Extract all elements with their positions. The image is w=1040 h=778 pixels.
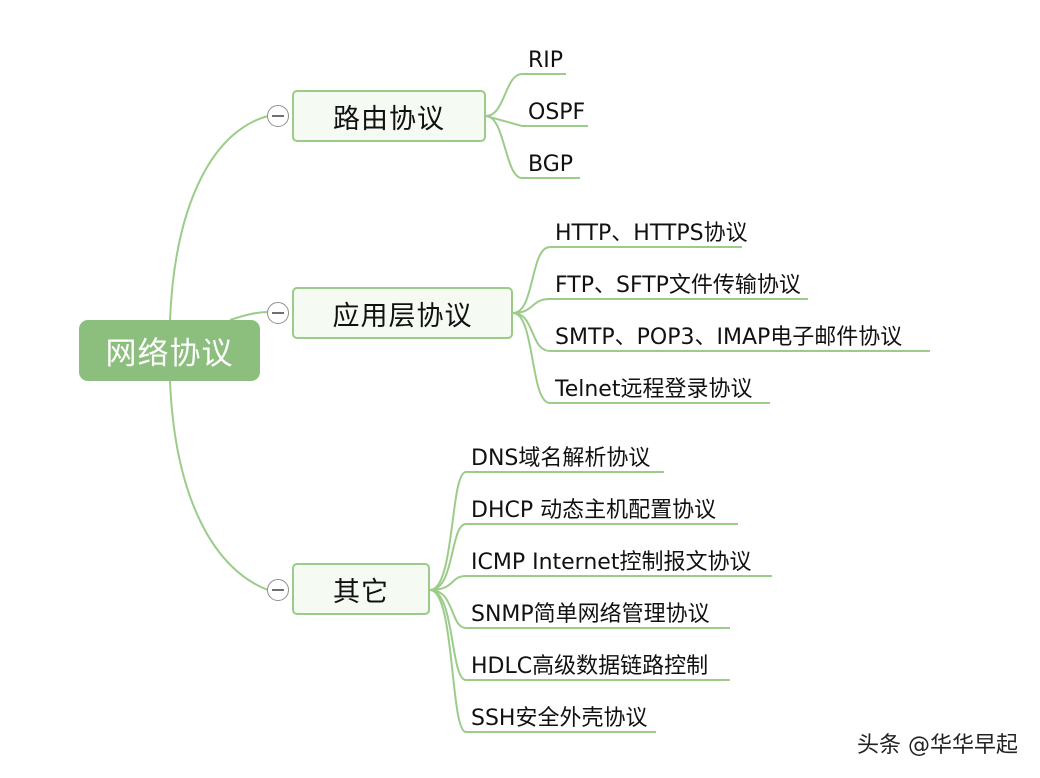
connector-other-leaf xyxy=(429,589,467,733)
connector-routing-leaf xyxy=(485,73,523,117)
leaf-item[interactable]: SSH安全外壳协议 xyxy=(471,706,648,731)
connector-application-leaf xyxy=(512,312,551,352)
leaf-item[interactable]: BGP xyxy=(528,152,574,177)
leaf-item[interactable]: SNMP简单网络管理协议 xyxy=(471,602,710,627)
branch-node-other[interactable]: 其它 xyxy=(292,563,430,615)
leaf-item[interactable]: SMTP、POP3、IMAP电子邮件协议 xyxy=(555,325,903,350)
connector-other-leaf xyxy=(429,471,467,591)
leaf-item[interactable]: HDLC高级数据链路控制 xyxy=(471,654,709,679)
connector-root-routing xyxy=(169,115,269,321)
connector-application-leaf xyxy=(512,298,551,314)
branch-label: 其它 xyxy=(333,576,389,608)
connector-root-other xyxy=(169,380,269,591)
root-node[interactable]: 网络协议 xyxy=(79,320,260,381)
connector-root-application xyxy=(229,311,269,321)
leaf-item[interactable]: OSPF xyxy=(528,100,586,125)
leaf-underline xyxy=(466,471,772,733)
leaf-underline xyxy=(522,73,588,179)
branch-label: 应用层协议 xyxy=(332,300,473,332)
branch-node-routing[interactable]: 路由协议 xyxy=(292,90,486,142)
collapse-minus-icon[interactable] xyxy=(267,579,289,601)
leaf-item[interactable]: Telnet远程登录协议 xyxy=(555,377,753,402)
connector-other-leaf xyxy=(429,575,467,591)
connector-other-leaf xyxy=(429,523,467,591)
leaf-item[interactable]: HTTP、HTTPS协议 xyxy=(555,221,748,246)
connector-routing-leaf xyxy=(485,115,523,179)
connector-application-leaf xyxy=(512,246,551,314)
connector-application-leaf xyxy=(512,312,551,404)
leaf-item[interactable]: FTP、SFTP文件传输协议 xyxy=(555,273,801,298)
branch-label: 路由协议 xyxy=(333,103,445,135)
leaf-item[interactable]: ICMP Internet控制报文协议 xyxy=(471,550,752,575)
leaf-item[interactable]: DHCP 动态主机配置协议 xyxy=(471,498,717,523)
root-label: 网络协议 xyxy=(105,336,234,372)
collapse-minus-icon[interactable] xyxy=(267,302,289,324)
collapse-minus-icon[interactable] xyxy=(267,105,289,127)
leaf-item[interactable]: RIP xyxy=(528,48,564,73)
watermark: 头条 @华华早起 xyxy=(857,733,1018,758)
leaf-underline xyxy=(550,246,930,404)
branch-node-application[interactable]: 应用层协议 xyxy=(292,287,513,339)
leaf-item[interactable]: DNS域名解析协议 xyxy=(471,446,651,471)
